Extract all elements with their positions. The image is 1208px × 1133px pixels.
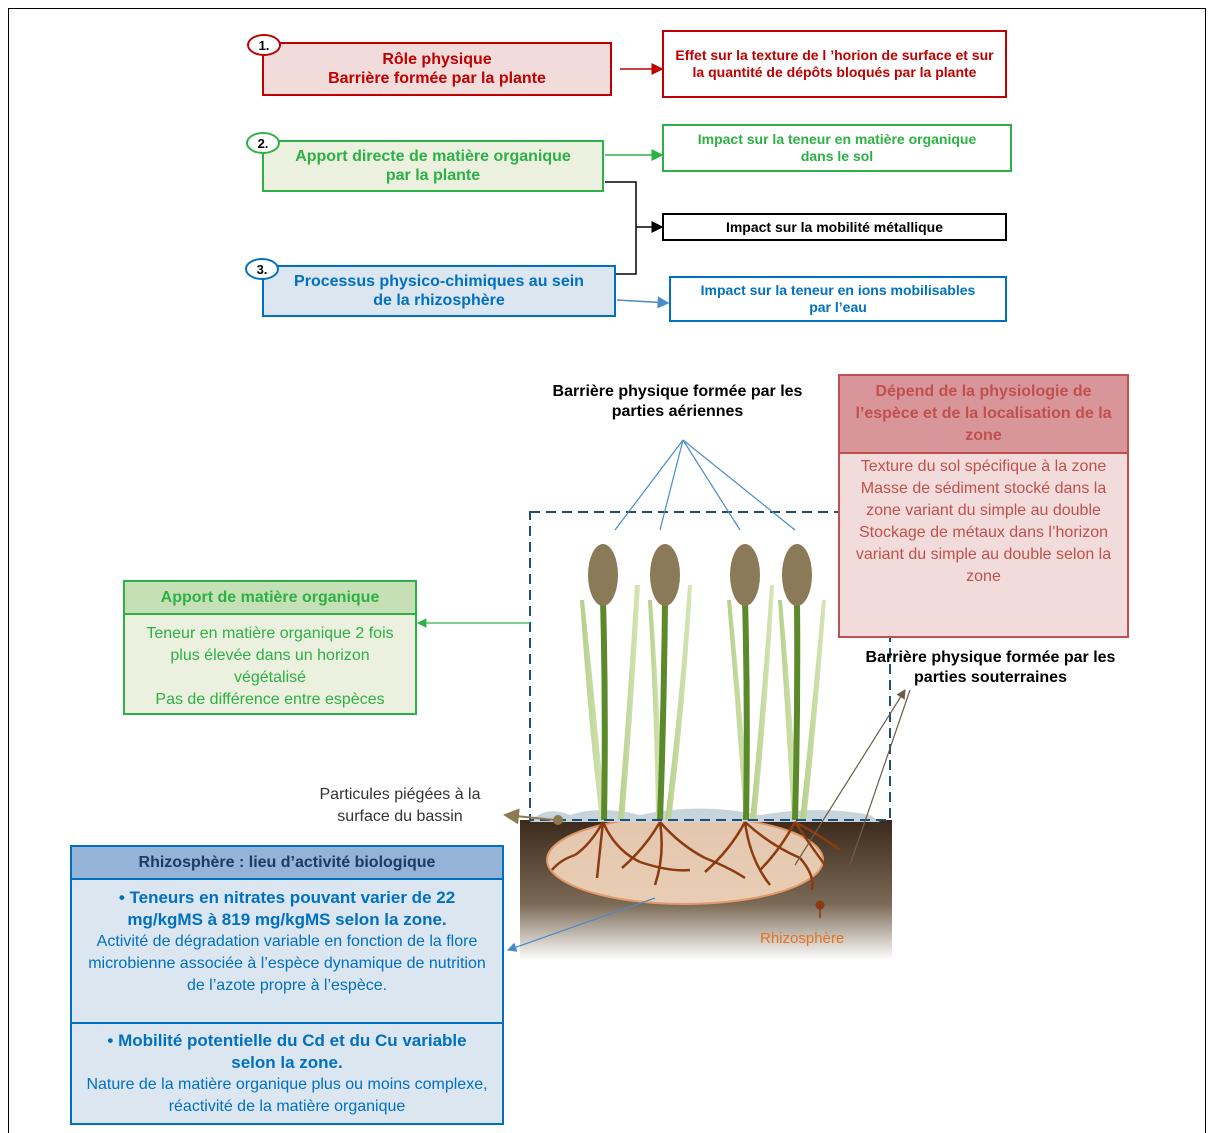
rhizosphere-label: Rhizosphère — [760, 930, 845, 947]
role-physique-line2: Barrière formée par la plante — [328, 70, 546, 87]
physiology-line-2: Masse de sédiment stocké dans la zone va… — [860, 480, 1107, 519]
physiology-line-1: Texture du sol spécifique à la zone — [860, 458, 1107, 475]
aerial-barrier-label: Barrière physique formée par les parties… — [552, 383, 803, 420]
arrow-rhizo — [506, 897, 656, 952]
connector-3 — [616, 296, 670, 309]
underground-arrows — [794, 688, 911, 866]
rhizo-panel-title: Rhizosphère : lieu d’activité biologique — [72, 847, 502, 880]
aerial-arrows — [614, 439, 796, 531]
plant-illustrations — [580, 544, 826, 821]
rhizo-mobility-text: • Mobilité potentielle du Cd et du Cu va… — [107, 1031, 467, 1072]
physiology-panel-title: Dépend de la physiologie de l’espèce et … — [840, 376, 1127, 454]
processus-box: Processus physico-chimiques au sein de l… — [262, 265, 616, 317]
effect-mobility-box: Impact sur la mobilité métallique — [662, 213, 1007, 241]
rhizo-nature-text: Nature de la matière organique plus ou m… — [86, 1076, 488, 1115]
arrow-particles — [503, 808, 556, 825]
particles-label: Particules piégées à la surface du bassi… — [319, 786, 481, 825]
effect-ions-box: Impact sur la teneur en ions mobilisable… — [669, 276, 1007, 322]
organic-panel-title: Apport de matière organique — [125, 582, 415, 615]
rhizosphere-panel: Rhizosphère : lieu d’activité biologique… — [70, 845, 504, 1125]
organic-line-2: Pas de différence entre espèces — [155, 691, 385, 708]
organic-matter-panel: Apport de matière organique Teneur en ma… — [123, 580, 417, 715]
organic-line-1: Teneur en matière organique 2 fois plus … — [146, 625, 394, 686]
physiology-panel: Dépend de la physiologie de l’espèce et … — [838, 374, 1129, 638]
bracket-connector — [605, 181, 637, 275]
number-badge-1: 1. — [247, 34, 281, 56]
figure-frame — [8, 8, 1206, 1133]
physiology-line-3: Stockage de métaux dans l’horizon varian… — [855, 524, 1112, 585]
underground-barrier-label: Barrière physique formée par les parties… — [865, 649, 1116, 686]
effect-texture-box: Effet sur la texture de l ’horion de sur… — [662, 30, 1007, 98]
aerial-boundary — [529, 511, 891, 821]
effect-organic-box: Impact sur la teneur en matière organiqu… — [662, 124, 1012, 172]
rhizo-nitrates-text: • Teneurs en nitrates pouvant varier de … — [118, 888, 456, 929]
rhizo-degradation-text: Activité de dégradation variable en fonc… — [88, 933, 486, 994]
roots — [551, 820, 841, 891]
number-badge-2: 2. — [246, 132, 280, 154]
number-badge-3: 3. — [245, 258, 279, 280]
role-physique-line1: Rôle physique — [382, 50, 492, 68]
apport-direct-box: Apport directe de matière organique par … — [262, 140, 604, 192]
role-physique-box: Rôle physique Barrière formée par la pla… — [262, 42, 612, 96]
